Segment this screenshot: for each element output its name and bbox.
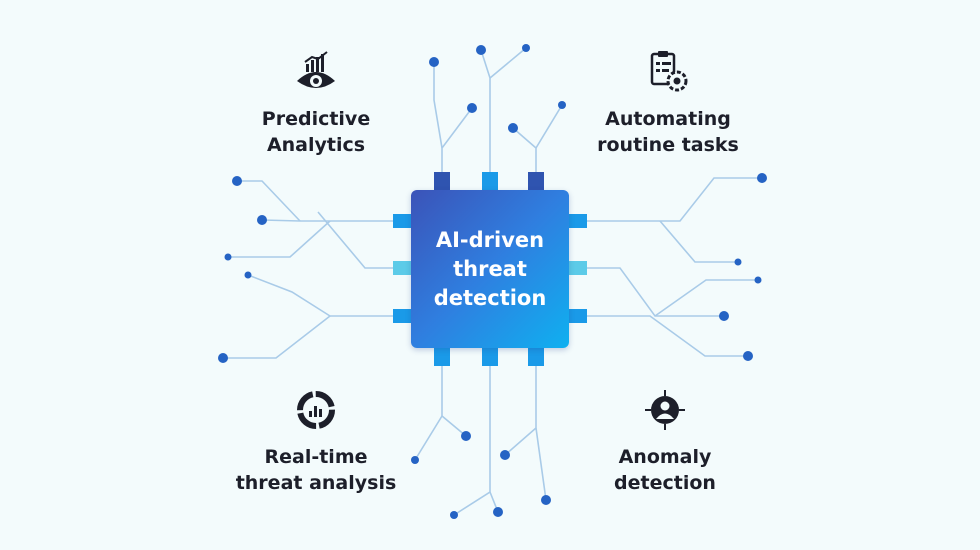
- trace: [586, 177, 762, 222]
- node-dot: [508, 123, 518, 133]
- node-dot: [743, 351, 753, 361]
- feature-label: threat analysis: [235, 472, 397, 494]
- node-dot: [754, 276, 762, 284]
- node-dot: [450, 511, 458, 519]
- trace: [654, 279, 758, 317]
- feature-label: Analytics: [266, 134, 366, 156]
- trace-group-bottom: [414, 366, 547, 516]
- node-dot: [224, 253, 232, 261]
- feature-predictive-analytics: Predictive Analytics: [216, 50, 416, 158]
- feature-real-time-threat-analysis: Real-time threat analysis: [216, 388, 416, 496]
- node-dot: [719, 311, 729, 321]
- trace: [512, 127, 537, 172]
- trace: [441, 366, 467, 437]
- trace: [441, 107, 473, 172]
- node-dot: [232, 176, 242, 186]
- trace: [586, 267, 724, 317]
- trace: [535, 427, 547, 501]
- feature-label: routine tasks: [597, 134, 739, 156]
- trace-nodes: [218, 44, 767, 519]
- node-dot: [429, 57, 439, 67]
- feature-label: detection: [614, 472, 716, 494]
- trace: [453, 366, 491, 516]
- trace: [414, 415, 443, 461]
- trace: [480, 49, 491, 172]
- chip-pin: [393, 309, 411, 323]
- node-dot: [500, 450, 510, 460]
- feature-label: Real-time: [264, 446, 368, 468]
- node-dot: [757, 173, 767, 183]
- trace: [586, 315, 748, 357]
- chip-pin: [434, 172, 450, 190]
- node-dot: [541, 495, 551, 505]
- chip-pin: [482, 348, 498, 366]
- chip-title: AI-driven threat detection: [433, 227, 547, 310]
- trace: [247, 274, 394, 317]
- chip-pin: [434, 348, 450, 366]
- chip-pin: [393, 261, 411, 275]
- chip-pin: [482, 172, 498, 190]
- clipboard-gear-icon: [650, 51, 688, 92]
- trace: [261, 219, 394, 222]
- trace-group-top: [433, 47, 563, 172]
- trace: [535, 104, 563, 149]
- feature-label: Predictive: [261, 108, 371, 130]
- node-dot: [461, 431, 471, 441]
- center-chip: AI-driven threat detection: [411, 190, 569, 348]
- target-person-icon: [645, 390, 685, 430]
- trace: [504, 366, 537, 456]
- node-dot: [411, 456, 419, 464]
- node-dot: [476, 45, 486, 55]
- chip-pin: [528, 172, 544, 190]
- trace-group-left: [223, 180, 394, 359]
- trace: [237, 180, 301, 222]
- chip-pin: [528, 348, 544, 366]
- feature-automating-routine-tasks: Automating routine tasks: [568, 50, 768, 158]
- node-dot: [493, 507, 503, 517]
- trace: [489, 47, 527, 79]
- chip-pins: [393, 172, 587, 366]
- feature-label: Anomaly: [618, 446, 712, 468]
- node-dot: [467, 103, 477, 113]
- trace: [433, 62, 443, 149]
- trace: [223, 315, 331, 359]
- trace-group-right: [586, 177, 762, 357]
- node-dot: [257, 215, 267, 225]
- trace: [228, 220, 331, 258]
- chip-pin: [393, 214, 411, 228]
- chip-pin: [569, 214, 587, 228]
- node-dot: [558, 101, 566, 109]
- chip-pin: [569, 261, 587, 275]
- feature-anomaly-detection: Anomaly detection: [565, 388, 765, 496]
- trace: [317, 211, 394, 269]
- eye-chart-icon: [297, 51, 335, 88]
- node-dot: [522, 44, 530, 52]
- trace: [659, 220, 738, 263]
- donut-chart-icon: [297, 391, 335, 429]
- node-dot: [244, 271, 252, 279]
- chip-pin: [569, 309, 587, 323]
- node-dot: [218, 353, 228, 363]
- feature-label: Automating: [605, 108, 731, 130]
- node-dot: [734, 258, 742, 266]
